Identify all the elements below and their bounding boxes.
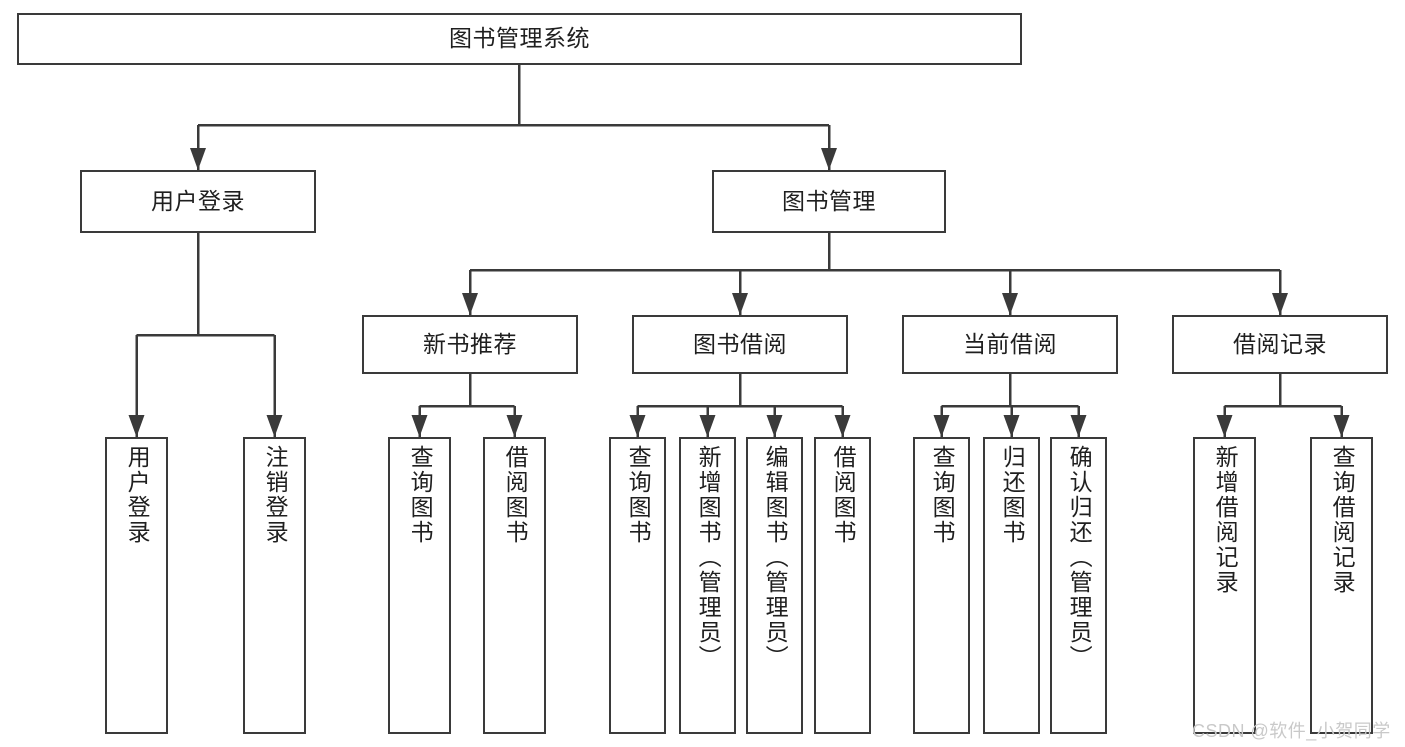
node-label: 借阅图书 xyxy=(502,445,529,545)
node-label: 当前借阅 xyxy=(963,330,1057,357)
node-root[interactable]: 图书管理系统 xyxy=(17,13,1022,65)
node-label: 编辑图书（管理员） xyxy=(762,445,789,670)
node-leaf-user-login[interactable]: 用户登录 xyxy=(105,437,168,734)
node-leaf-confirm-return[interactable]: 确认归还（管理员） xyxy=(1050,437,1107,734)
node-label: 新增借阅记录 xyxy=(1212,445,1239,595)
node-current-borrow[interactable]: 当前借阅 xyxy=(902,315,1118,374)
node-label: 用户登录 xyxy=(124,445,151,545)
node-label: 查询借阅记录 xyxy=(1329,445,1356,595)
node-user-login[interactable]: 用户登录 xyxy=(80,170,316,233)
node-leaf-borrow-book[interactable]: 借阅图书 xyxy=(814,437,871,734)
node-label: 新增图书（管理员） xyxy=(695,445,722,670)
node-label: 新书推荐 xyxy=(423,330,517,357)
node-leaf-query-book-borrow[interactable]: 查询图书 xyxy=(609,437,666,734)
node-leaf-return-book[interactable]: 归还图书 xyxy=(983,437,1040,734)
node-label: 图书借阅 xyxy=(693,330,787,357)
node-label: 查询图书 xyxy=(625,445,652,545)
node-label: 图书管理 xyxy=(782,187,876,214)
node-label: 用户登录 xyxy=(151,187,245,214)
node-leaf-query-book-current[interactable]: 查询图书 xyxy=(913,437,970,734)
node-leaf-add-record[interactable]: 新增借阅记录 xyxy=(1193,437,1256,734)
node-label: 确认归还（管理员） xyxy=(1066,445,1093,670)
node-label: 借阅记录 xyxy=(1233,330,1327,357)
node-leaf-edit-book[interactable]: 编辑图书（管理员） xyxy=(746,437,803,734)
node-label: 归还图书 xyxy=(999,445,1026,545)
node-label: 查询图书 xyxy=(407,445,434,545)
node-label: 查询图书 xyxy=(929,445,956,545)
node-new-book-recommend[interactable]: 新书推荐 xyxy=(362,315,578,374)
node-book-manage[interactable]: 图书管理 xyxy=(712,170,946,233)
node-leaf-add-book[interactable]: 新增图书（管理员） xyxy=(679,437,736,734)
node-label: 图书管理系统 xyxy=(449,25,590,52)
node-label: 注销登录 xyxy=(262,445,289,545)
node-label: 借阅图书 xyxy=(830,445,857,545)
node-leaf-query-book-new[interactable]: 查询图书 xyxy=(388,437,451,734)
node-borrow-record[interactable]: 借阅记录 xyxy=(1172,315,1388,374)
node-leaf-query-record[interactable]: 查询借阅记录 xyxy=(1310,437,1373,734)
node-leaf-borrow-book-new[interactable]: 借阅图书 xyxy=(483,437,546,734)
node-leaf-user-logout[interactable]: 注销登录 xyxy=(243,437,306,734)
node-book-borrow[interactable]: 图书借阅 xyxy=(632,315,848,374)
